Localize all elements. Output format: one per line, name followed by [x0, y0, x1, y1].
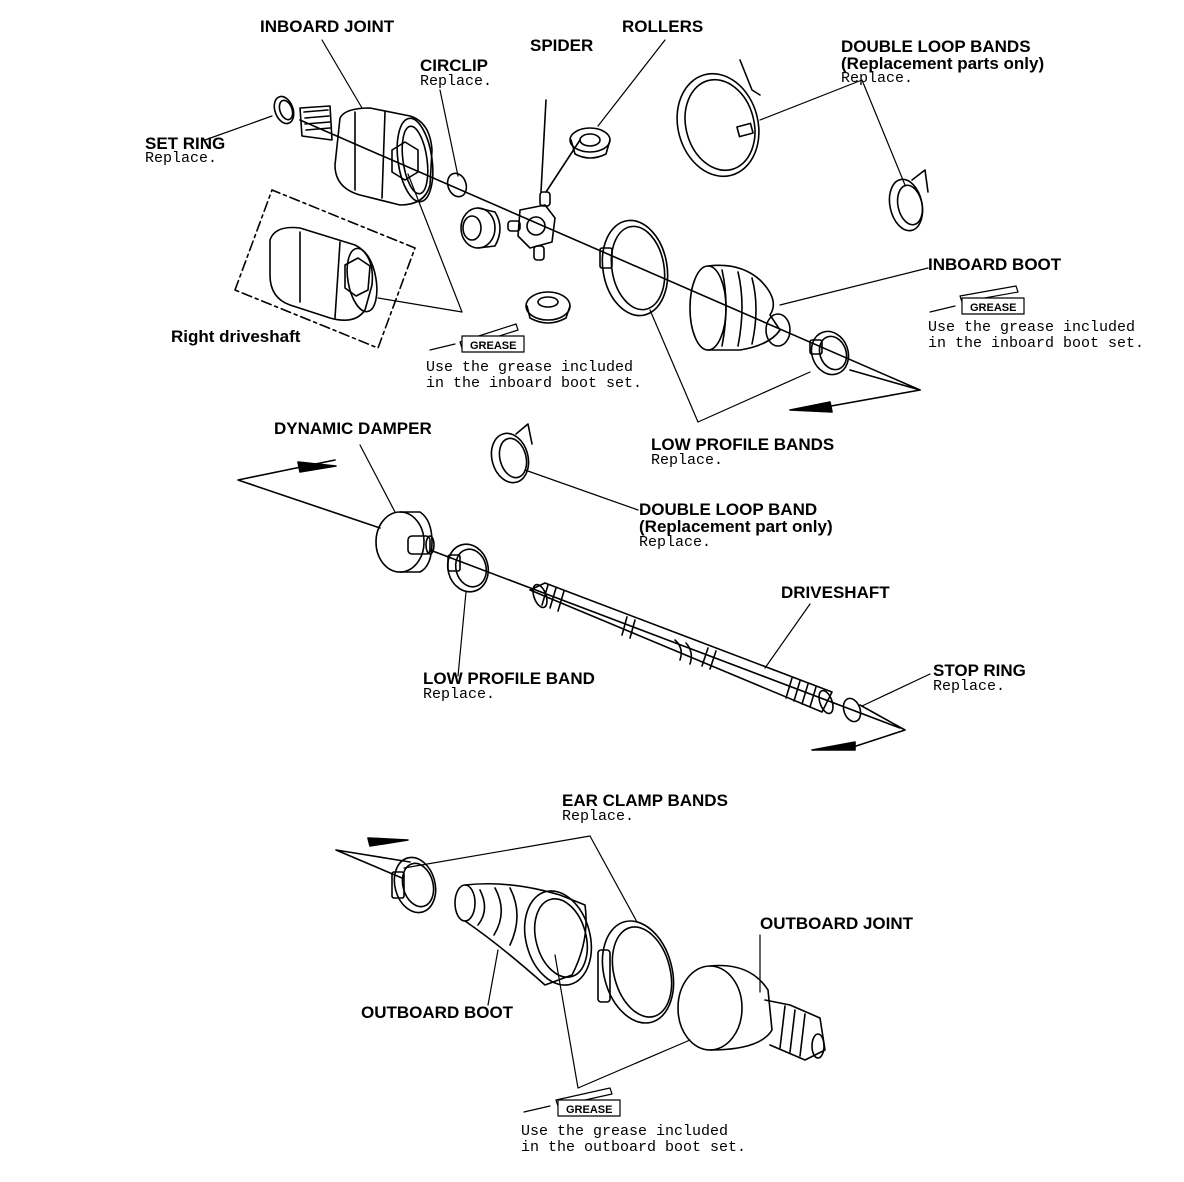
dynamic-damper-part	[375, 511, 435, 573]
note-ear-clamp-bands: Replace.	[562, 808, 635, 825]
label-inboard-joint: INBOARD JOINT	[260, 17, 395, 36]
note-circlip: Replace.	[420, 73, 493, 90]
direction-arrow-top	[789, 369, 921, 413]
stop-ring-part	[842, 697, 862, 723]
label-spider: SPIDER	[530, 36, 594, 55]
double-loop-band-large	[676, 59, 761, 178]
label-ear-clamp-bands: EAR CLAMP BANDS	[562, 791, 728, 810]
set-ring	[273, 95, 295, 125]
grease-tag-2: GREASE	[970, 302, 1016, 314]
label-rollers: ROLLERS	[622, 17, 704, 36]
label-double-loop-bands-sub: (Replacement parts only)	[841, 54, 1045, 73]
label-double-loop-band: DOUBLE LOOP BAND	[639, 500, 818, 519]
note-stop-ring: Replace.	[933, 678, 1006, 695]
grease-tag-1: GREASE	[470, 340, 516, 352]
note-low-profile-bands: Replace.	[651, 452, 724, 469]
axis-line-top	[299, 119, 921, 391]
note-grease-inboard-boot: Use the grease included in the inboard b…	[928, 319, 1145, 352]
double-loop-band-middle	[490, 423, 533, 484]
note-grease-inboard-joint: Use the grease included in the inboard b…	[426, 359, 643, 392]
inboard-boot-part	[689, 264, 791, 351]
leader-lines	[204, 39, 931, 1089]
label-low-profile-band: LOW PROFILE BAND	[423, 669, 595, 688]
note-double-loop-band: Replace.	[639, 534, 712, 551]
low-profile-band-large	[599, 219, 669, 317]
label-outboard-joint: OUTBOARD JOINT	[760, 914, 913, 933]
circlip-part	[446, 172, 468, 198]
grease-tube-icon-2: GREASE	[929, 285, 1025, 315]
label-driveshaft: DRIVESHAFT	[781, 583, 890, 602]
outboard-joint-part	[677, 964, 826, 1061]
low-profile-band-small	[809, 330, 850, 376]
double-loop-band-small	[888, 169, 929, 232]
ear-clamp-band-small	[391, 856, 437, 914]
grease-tag-3: GREASE	[566, 1104, 612, 1116]
label-dynamic-damper: DYNAMIC DAMPER	[274, 419, 432, 438]
note-low-profile-band: Replace.	[423, 686, 496, 703]
spider-part	[507, 99, 581, 261]
label-low-profile-bands: LOW PROFILE BANDS	[651, 435, 835, 454]
inboard-joint-part	[299, 105, 434, 206]
low-profile-band-middle	[446, 543, 490, 593]
outboard-boot-part	[454, 882, 593, 986]
label-stop-ring: STOP RING	[933, 661, 1026, 680]
right-driveshaft-inset	[234, 189, 416, 349]
axis-line-middle	[237, 459, 906, 751]
label-double-loop-bands: DOUBLE LOOP BANDS	[841, 37, 1031, 56]
roller-top	[569, 127, 611, 159]
note-grease-outboard: Use the grease included in the outboard …	[521, 1123, 747, 1156]
ear-clamp-band-large	[597, 920, 675, 1024]
label-right-driveshaft: Right driveshaft	[171, 327, 301, 346]
note-double-loop-bands: Replace.	[841, 70, 914, 87]
grease-tube-icon-3: GREASE	[523, 1087, 621, 1117]
roller-left	[460, 207, 501, 249]
label-set-ring: SET RING	[145, 134, 226, 153]
driveshaft-part	[529, 582, 834, 715]
label-circlip: CIRCLIP	[420, 56, 488, 75]
axis-line-bottom	[335, 837, 411, 879]
grease-tube-icon-1: GREASE	[429, 323, 525, 353]
label-double-loop-band-sub: (Replacement part only)	[639, 517, 833, 536]
roller-bottom	[525, 291, 571, 324]
note-set-ring: Replace.	[145, 150, 218, 167]
label-outboard-boot: OUTBOARD BOOT	[361, 1003, 514, 1022]
label-inboard-boot: INBOARD BOOT	[928, 255, 1062, 274]
